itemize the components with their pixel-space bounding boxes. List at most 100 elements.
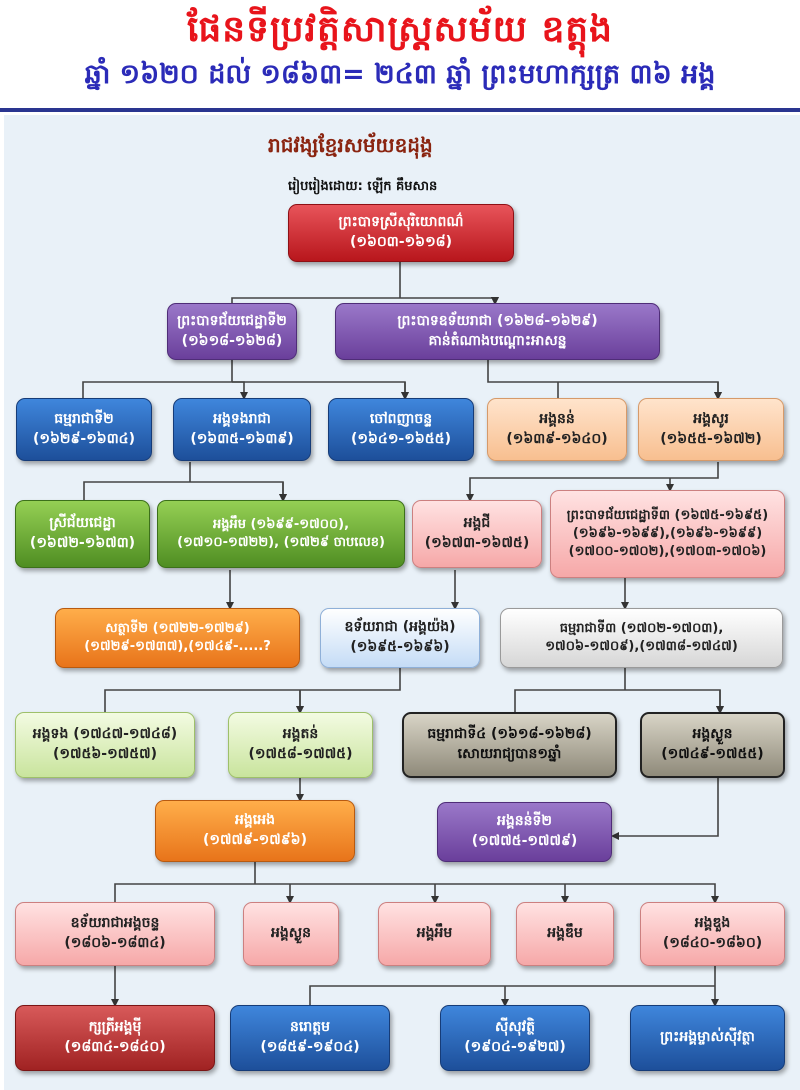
edge-n2-n5	[232, 381, 248, 400]
node-years: (១៦១៨-១៦២៨)	[181, 332, 283, 349]
chart-byline: រៀបរៀងដោយ: ឡើក គឹមសាន	[288, 179, 438, 194]
node-n24: អង្គអឹម	[378, 902, 491, 966]
node-label: អង្គស្ងួន	[271, 925, 311, 942]
node-n23: អង្គស្ងួន	[243, 902, 339, 966]
node-n30: ព្រះអង្គម្ចាស់ស៊ីវត្ថា	[630, 1005, 785, 1071]
node-years-b: (១៧០០-១៧០២),(១៧០៣-១៧០៦)	[568, 544, 767, 560]
node-label: អង្គជី	[463, 515, 491, 532]
node-years-a: (១៦៩៦-១៦៩៩),(១៦៩៦-១៦៩៩)	[572, 525, 763, 541]
node-n12: ព្រះបាទជ័យជេដ្ឋាទី៣ (១៦៧៥-១៦៩៥) (១៦៩៦-១៦…	[550, 490, 785, 578]
node-label: ស្រីជ័យជេដ្ឋា	[49, 515, 116, 532]
node-label: អង្គអឹម	[416, 925, 453, 942]
node-label: អង្គតន់	[282, 726, 319, 743]
node-label: អង្គអឹម (១៦៩៩-១៧០០),	[212, 516, 350, 532]
node-n18: ធម្មរាជាទី៤ (១៦១៨-១៦២៨) សោយរាជ្យបាន១ឆ្នា…	[402, 712, 617, 778]
node-n27: ក្សត្រីអង្គម៉ី (១៨៣៤-១៨៤០)	[15, 1005, 215, 1071]
node-n14: ឧទ័យរាជា (អង្គយ៉ង) (១៦៩៥-១៦៩៦)	[320, 608, 480, 668]
node-n8: អង្គសូរ (១៦៥៥-១៦៧២)	[638, 398, 784, 461]
node-n1: ព្រះបាទស្រីសុរិយោពណ៌ (១៦០៣-១៦១៨)	[288, 204, 514, 262]
node-label: អង្គឌឹម	[547, 925, 583, 942]
node-n29: ស៊ីសុវត្ថិ (១៩០៤-១៩២៧)	[440, 1005, 590, 1071]
node-n15: ធម្មរាជាទី៣ (១៧០២-១៧០៣), ១៧០៦-១៧០៩),(១៧៣…	[500, 608, 783, 668]
node-years: (១៨៤០-១៨៦០)	[662, 935, 763, 951]
edge-n8-n11	[466, 462, 719, 502]
node-label: ឧទ័យរាជាអង្គចន្ទ	[70, 915, 160, 932]
node-years: (១៧៥៨-១៧៧៥)	[248, 746, 353, 762]
node-label: ព្រះបាទឧទ័យរាជា (១៦២៨-១៦២៩)	[397, 312, 598, 329]
edge-row4-split	[83, 462, 283, 500]
node-label: ចៅពញាចន្ទ	[369, 410, 433, 427]
banner-divider	[0, 108, 800, 112]
node-years: (១៦៧៣-១៦៧៥)	[424, 535, 530, 551]
node-n9: ស្រីជ័យជេដ្ឋា (១៦៧២-១៦៧៣)	[15, 500, 150, 568]
node-n28: នរោត្តម (១៨៥៩-១៩០៤)	[230, 1005, 390, 1071]
node-years: (១៦៩៥-១៦៩៦)	[350, 639, 450, 655]
node-n17: អង្គតន់ (១៧៥៨-១៧៧៥)	[228, 712, 373, 778]
node-label: អង្គនន់	[539, 410, 575, 427]
node-label: អង្គសូរ	[693, 410, 729, 427]
node-label: អង្គឌួង	[694, 915, 731, 932]
node-label: ឧទ័យរាជា (អង្គយ៉ង)	[344, 619, 456, 636]
edge-n3-n7n8	[487, 360, 718, 398]
node-years: (១៨៣៤-១៨៤០)	[64, 1039, 166, 1055]
edge-n14-row8	[104, 668, 401, 712]
node-years: (១៦៤១-១៦៥៥)	[351, 430, 451, 447]
node-years: (១៨០៦-១៨៣៤)	[64, 935, 166, 951]
node-n10: អង្គអឹម (១៦៩៩-១៧០០), (១៧១០-១៧២២), (១៧២៩ …	[157, 500, 405, 568]
node-n20: អង្គអេង (១៧៧៩-១៧៩៦)	[155, 800, 355, 862]
node-years: (១៦៣៩-១៦៤០)	[506, 430, 608, 447]
edge-n15-row8	[514, 668, 720, 712]
node-n2: ព្រះបាទជ័យជេដ្ឋាទី២ (១៦១៨-១៦២៨)	[167, 303, 297, 360]
node-n3: ព្រះបាទឧទ័យរាជា (១៦២៨-១៦២៩) គាន់តំណាងបណ្…	[335, 303, 660, 360]
node-note: សោយរាជ្យបាន១ឆ្នាំ	[457, 746, 562, 762]
chart-title: រាជវង្សខ្មែរសម័យឧដុង្គ	[268, 133, 433, 157]
node-n19: អង្គស្ងួន (១៧៤៩-១៧៥៥)	[640, 712, 785, 778]
node-years: (១៦០៣-១៦១៨)	[349, 234, 452, 250]
node-n6: ចៅពញាចន្ទ (១៦៤១-១៦៥៥)	[328, 398, 474, 461]
node-n25: អង្គឌឹម	[516, 902, 614, 966]
node-label: នរោត្តម	[290, 1019, 330, 1036]
node-label: ធម្មរាជាទី៤ (១៦១៨-១៦២៨)	[427, 726, 592, 743]
node-years: (១៦២៩-១៦៣៤)	[32, 430, 135, 447]
edge-n19-n21	[611, 778, 719, 840]
node-years: (១៨៥៩-១៩០៤)	[260, 1039, 360, 1055]
node-label: ធម្មរាជាទី៣ (១៧០២-១៧០៣),	[559, 620, 724, 636]
node-label: ព្រះអង្គម្ចាស់ស៊ីវត្ថា	[660, 1029, 755, 1046]
node-years: (១៦៥៥-១៦៧២)	[660, 430, 762, 447]
node-n5: អង្គទងរាជា (១៦៣៥-១៦៣៩)	[173, 398, 311, 461]
node-label: អង្គនន់ទី២	[496, 813, 553, 830]
banner-subtitle: ឆ្នាំ ១៦២០ ដល់ ១៨៦៣= ២៤៣ ឆ្នាំ ព្រះមហាក្…	[84, 59, 716, 90]
node-n16: អង្គទង (១៧៤៧-១៧៤៨) (១៧៥៦-១៧៥៧)	[15, 712, 195, 778]
node-label: សត្ថាទី២ (១៧២២-១៧២៩)	[105, 620, 250, 636]
banner: ផែនទីប្រវត្តិសាស្រ្តសម័យ ឧត្តុង ឆ្នាំ ១៦…	[0, 0, 800, 112]
node-n22: ឧទ័យរាជាអង្គចន្ទ (១៨០៦-១៨៣៤)	[15, 902, 215, 966]
node-years: (១៧៤៩-១៧៥៥)	[661, 746, 764, 762]
node-years: (១៩០៤-១៩២៧)	[464, 1039, 566, 1055]
node-years: ១៧០៦-១៧០៩),(១៧៣៨-១៧៤៧)	[545, 639, 738, 654]
banner-title: ផែនទីប្រវត្តិសាស្រ្តសម័យ ឧត្តុង	[186, 9, 614, 50]
node-years: (១៦៣៥-១៦៣៩)	[190, 430, 294, 447]
node-label: ក្សត្រីអង្គម៉ី	[88, 1019, 142, 1036]
node-label: ព្រះបាទស្រីសុរិយោពណ៌	[338, 214, 464, 231]
node-label: ធម្មរាជាទី២	[54, 410, 114, 427]
node-n7: អង្គនន់ (១៦៣៩-១៦៤០)	[487, 398, 627, 461]
node-label: ស៊ីសុវត្ថិ	[495, 1019, 535, 1036]
node-label: អង្គអេង	[235, 812, 275, 829]
node-label: អង្គទងរាជា	[213, 410, 271, 427]
node-label: ព្រះបាទជ័យជេដ្ឋាទី២	[177, 312, 287, 329]
node-n11: អង្គជី (១៦៧៣-១៦៧៥)	[412, 500, 542, 568]
node-years: (១៦៧២-១៦៧៣)	[29, 535, 136, 551]
node-n13: សត្ថាទី២ (១៧២២-១៧២៩) (១៧២៩-១៧៣៧),(១៧៤៩-.…	[55, 608, 300, 668]
node-n21: អង្គនន់ទី២ (១៧៧៥-១៧៧៩)	[437, 802, 612, 862]
node-label: អង្គស្ងួន	[692, 726, 733, 743]
node-years: (១៧១០-១៧២២), (១៧២៩ ចាបលេខ)	[177, 535, 385, 550]
edge-n1-n2n3	[231, 262, 495, 303]
edge-n20-row10	[114, 862, 715, 902]
edge-n26-row11	[309, 966, 715, 1005]
node-years: (១៧៥៦-១៧៥៧)	[53, 746, 157, 762]
node-years: (១៧៧៥-១៧៧៩)	[471, 833, 578, 849]
node-label: អង្គទង (១៧៤៧-១៧៤៨)	[32, 726, 178, 743]
node-years: (១៧៧៩-១៧៩៦)	[203, 832, 307, 848]
node-years: (១៧២៩-១៧៣៧),(១៧៤៩-.....?	[84, 639, 271, 654]
